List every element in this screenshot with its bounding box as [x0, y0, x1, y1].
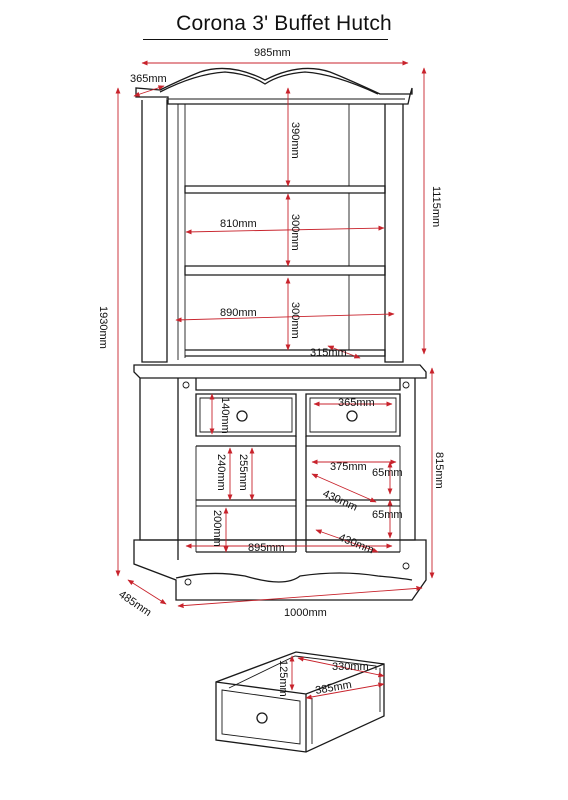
dim-cupboard-lower-gap: 240mm — [215, 454, 227, 491]
dim-base-height: 815mm — [433, 452, 445, 489]
dim-cupboard-inner-width: 895mm — [248, 542, 285, 554]
dim-hutch-depth: 315mm — [310, 347, 347, 359]
dim-total-height: 1930mm — [97, 306, 109, 349]
dim-drawer-width: 365mm — [338, 397, 375, 409]
dim-base-depth: 485mm — [116, 589, 153, 619]
dim-hutch-height: 1115mm — [430, 186, 442, 227]
dim-drawer-inner-height: 125mm — [277, 660, 289, 697]
dim-cupboard-depth-lower: 430mm — [337, 532, 376, 557]
hutch-outline — [135, 67, 413, 363]
dim-cupboard-width: 375mm — [330, 461, 367, 473]
dimension-lines — [115, 60, 435, 700]
dim-shelf-ledge-upper: 65mm — [372, 467, 403, 479]
dim-top-width: 985mm — [254, 47, 291, 59]
title-underline — [143, 39, 388, 40]
dim-drawer-inner-depth: 330mm — [332, 661, 369, 673]
dim-shelf-width: 810mm — [220, 218, 257, 230]
dim-shelf-ledge-lower: 65mm — [372, 509, 403, 521]
buffet-outline — [133, 364, 427, 601]
dim-drawer-height: 140mm — [219, 397, 231, 434]
dim-top-depth: 365mm — [130, 73, 167, 85]
dim-upper-shelf-gap: 390mm — [289, 122, 301, 159]
diagram-title: Corona 3' Buffet Hutch — [176, 12, 392, 35]
dim-drawer-inner-width: 385mm — [314, 679, 352, 697]
dim-cupboard-bottom-gap: 200mm — [211, 510, 223, 547]
dim-cupboard-upper-gap: 255mm — [237, 454, 249, 491]
dim-base-width: 1000mm — [284, 607, 327, 619]
dim-lower-shelf-gap: 300mm — [289, 302, 301, 339]
dim-middle-shelf-gap: 300mm — [289, 214, 301, 251]
dim-lower-shelf-width: 890mm — [220, 307, 257, 319]
